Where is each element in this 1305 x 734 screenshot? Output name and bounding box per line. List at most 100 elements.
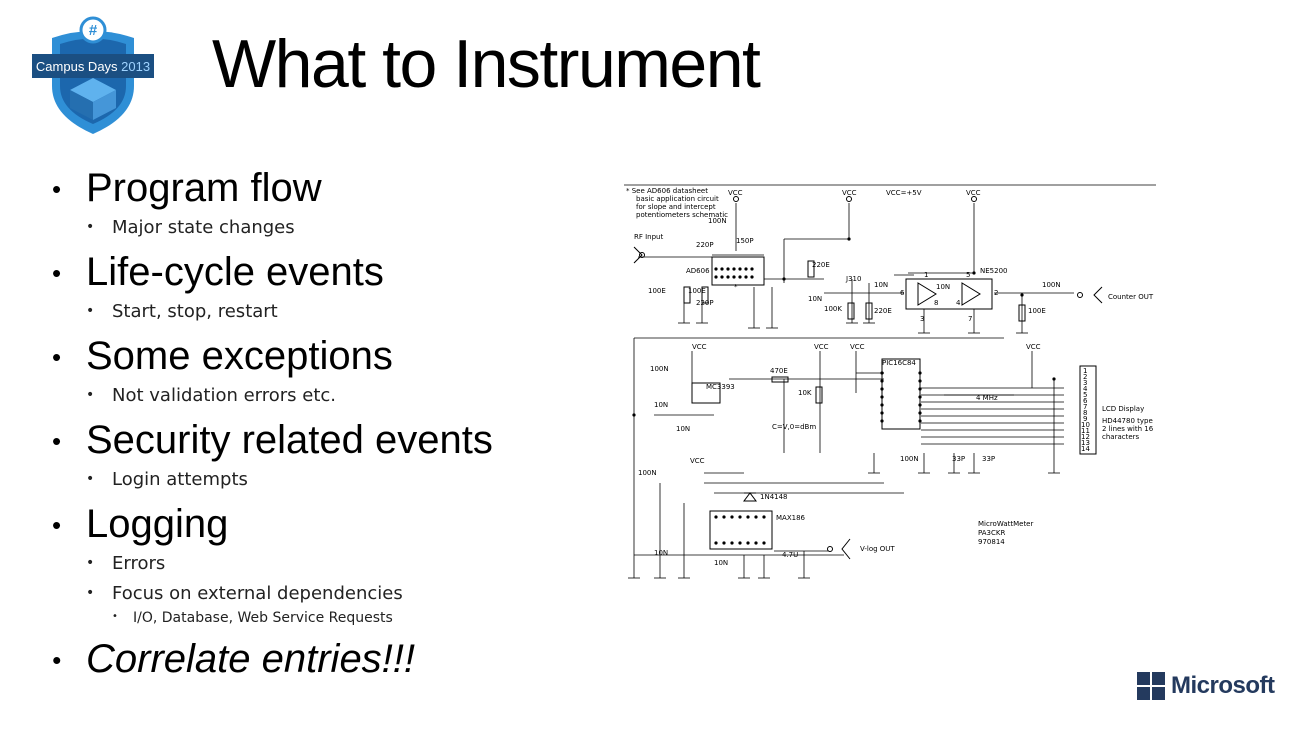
badge-ribbon [32, 54, 154, 78]
sub-bullet-not-validation: Not validation errors etc. [52, 387, 612, 405]
schematic-label: 220E [812, 261, 830, 269]
schematic-label: 10K [798, 389, 812, 397]
schematic-label: 100E [1028, 307, 1046, 315]
schematic-vcc-2: VCC [842, 189, 857, 197]
bullet-life-cycle: Life-cycle events [52, 252, 612, 292]
schematic-label: 5 [966, 271, 970, 279]
sub-bullet-login-attempts: Login attempts [52, 471, 612, 489]
lcd-pin: 4 [1083, 385, 1088, 393]
lcd-pin: 3 [1083, 379, 1087, 387]
schematic-j310: J310 [845, 275, 861, 283]
microsoft-squares-icon [1137, 672, 1165, 700]
schematic-label: 100N [1042, 281, 1061, 289]
svg-text:Campus Days 2013: Campus Days 2013 [36, 59, 150, 74]
schematic-ne5200: NE5200 [980, 267, 1007, 275]
badge-hash-icon: # [89, 22, 98, 39]
sub-bullet-errors: Errors [52, 555, 612, 573]
schematic-label: 150P [736, 237, 754, 245]
lcd-pin: 8 [1083, 409, 1087, 417]
schematic-max186: MAX186 [776, 514, 806, 522]
schematic-dbm: C=V,0=dBm [772, 423, 816, 431]
schematic-label: 3 [920, 315, 924, 323]
lcd-pin: 5 [1083, 391, 1087, 399]
schematic-vcc-5: VCC [814, 343, 829, 351]
lcd-pin: 2 [1083, 373, 1087, 381]
lcd-pin: 7 [1083, 403, 1087, 411]
schematic-vcc-7: VCC [1026, 343, 1041, 351]
schematic-label: 100E [688, 287, 706, 295]
schematic-label: 100K [824, 305, 842, 313]
schematic-label: 100N [708, 217, 727, 225]
schematic-label: 8 [934, 299, 938, 307]
bullet-logging: Logging [52, 504, 612, 544]
schematic-rf-input: RF Input [634, 233, 663, 241]
schematic-credit-2: PA3CKR [978, 529, 1005, 537]
schematic-label: 10N [808, 295, 822, 303]
schematic-diode: 1N4148 [760, 493, 788, 501]
lcd-pin: 10 [1081, 421, 1090, 429]
schematic-label: 2 [994, 289, 998, 297]
page-title: What to Instrument [212, 26, 761, 102]
schematic-vlog-out: V-log OUT [860, 545, 895, 553]
badge-text-campus: Campus Days [36, 59, 118, 74]
schematic-label: 10N [936, 283, 950, 291]
schematic-lcd-1: LCD Display [1102, 405, 1144, 413]
schematic-pic: PIC16C84 [882, 359, 916, 367]
schematic-note-4: potentiometers schematic [636, 211, 728, 219]
schematic-4mhz: 4 MHz [976, 394, 998, 402]
schematic-label: 7 [968, 315, 972, 323]
bullet-correlate: Correlate entries!!! [52, 639, 612, 679]
microsoft-wordmark: Microsoft [1171, 672, 1275, 699]
schematic-label: 33P [952, 455, 965, 463]
schematic-lcd-3: 2 lines with 16 [1102, 425, 1154, 433]
schematic-credit-3: 970814 [978, 538, 1005, 546]
schematic-label: * [734, 283, 738, 291]
sub-bullet-external-deps: Focus on external dependencies [52, 585, 612, 603]
lcd-pin: 1 [1083, 367, 1087, 375]
schematic-label: 1 [924, 271, 928, 279]
schematic-ad606: AD606 [686, 267, 710, 275]
sub-bullet-start-stop: Start, stop, restart [52, 303, 612, 321]
schematic-counter-out: Counter OUT [1108, 293, 1154, 301]
lcd-pin: 6 [1083, 397, 1088, 405]
schematic-label: 220P [696, 241, 714, 249]
schematic-note-1: * See AD606 datasheet [626, 187, 708, 195]
bullet-some-exceptions: Some exceptions [52, 336, 612, 376]
schematic-vcc-1: VCC [728, 189, 743, 197]
schematic-vcc-6: VCC [850, 343, 865, 351]
schematic-credit-1: MicroWattMeter [978, 520, 1033, 528]
schematic-label: 10N [654, 401, 668, 409]
lcd-pin: 12 [1081, 433, 1090, 441]
bullet-list: Program flow Major state changes Life-cy… [52, 168, 612, 679]
schematic-label: 470E [770, 367, 788, 375]
lcd-pin: 13 [1081, 439, 1090, 447]
schematic-mc3393: MC3393 [706, 383, 735, 391]
schematic-label: 6 [900, 289, 905, 297]
schematic-label: 4 [956, 299, 961, 307]
schematic-vcc-5v: VCC=+5V [886, 189, 922, 197]
schematic-vcc-4: VCC [692, 343, 707, 351]
circuit-schematic: * See AD606 datasheet basic application … [624, 184, 1156, 579]
sub-sub-bullet-io: I/O, Database, Web Service Requests [52, 611, 612, 625]
schematic-label: 4.7U [782, 551, 798, 559]
microsoft-logo: Microsoft [1137, 672, 1275, 700]
schematic-vcc-3: VCC [966, 189, 981, 197]
badge-text-year: 2013 [121, 59, 150, 74]
schematic-label: 100N [638, 469, 657, 477]
campus-days-logo: Campus Days 2013 # [32, 16, 154, 134]
schematic-label: 220P [696, 299, 714, 307]
lcd-pin: 11 [1081, 427, 1090, 435]
schematic-note-2: basic application circuit [636, 195, 719, 203]
schematic-label: 10N [654, 549, 668, 557]
bullet-program-flow: Program flow [52, 168, 612, 208]
schematic-label: 100N [650, 365, 669, 373]
schematic-note-3: for slope and intercept [636, 203, 716, 211]
lcd-pin: 9 [1083, 415, 1087, 423]
bullet-security-events: Security related events [52, 420, 612, 460]
lcd-pin: 14 [1081, 445, 1090, 453]
schematic-label: 220E [874, 307, 892, 315]
schematic-label: 10N [874, 281, 888, 289]
schematic-vcc-8: VCC [690, 457, 705, 465]
schematic-label: 10N [714, 559, 728, 567]
schematic-lcd-2: HD44780 type [1102, 417, 1153, 425]
